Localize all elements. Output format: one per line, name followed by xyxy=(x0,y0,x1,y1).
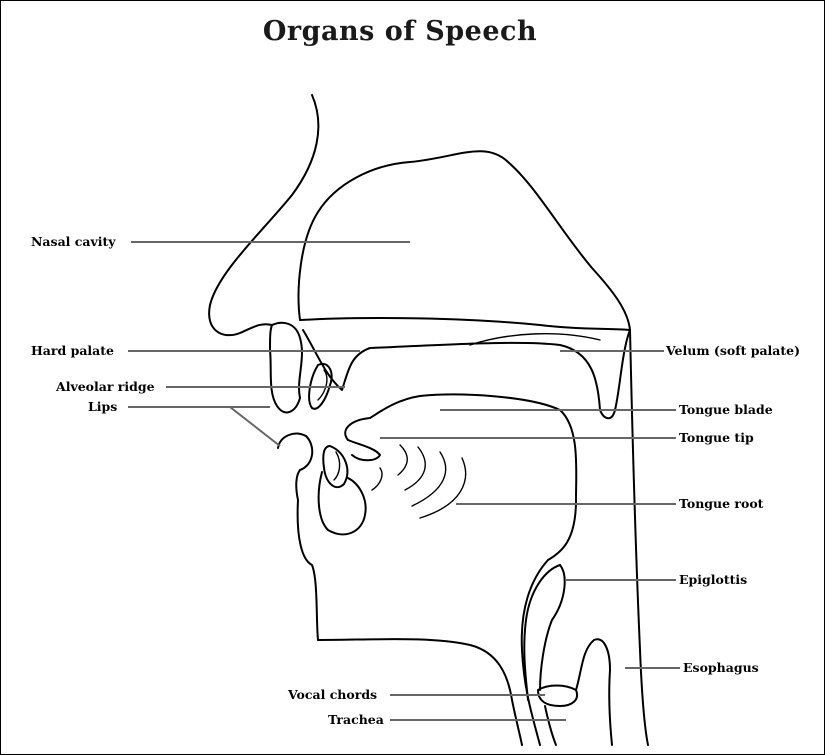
lower-incisor xyxy=(323,446,347,487)
label-tongue-tip: Tongue tip xyxy=(679,430,754,445)
tongue-tip-outline xyxy=(348,440,380,460)
label-tongue-blade: Tongue blade xyxy=(679,402,773,417)
hard-palate-upper xyxy=(300,318,630,330)
teeth xyxy=(309,364,366,535)
label-tongue-root: Tongue root xyxy=(679,496,764,511)
nose-outline xyxy=(209,95,318,335)
nasal-cavity-outline xyxy=(299,151,648,745)
label-alveolar-ridge: Alveolar ridge xyxy=(55,379,155,394)
labels: Nasal cavity Hard palate Alveolar ridge … xyxy=(31,234,800,727)
tongue-muscle-line-5 xyxy=(372,468,382,490)
nasal-cavity-shape xyxy=(299,151,648,745)
epiglottis-outline xyxy=(524,565,560,700)
lower-jaw-bone xyxy=(319,472,366,534)
tongue-muscle-line-3 xyxy=(412,452,446,506)
label-lips: Lips xyxy=(88,399,117,414)
leader-lines xyxy=(128,242,680,720)
tongue-muscle-line-4 xyxy=(420,458,466,518)
tongue-muscle-line-1 xyxy=(398,445,407,475)
label-nasal-cavity: Nasal cavity xyxy=(31,234,116,249)
label-hard-palate: Hard palate xyxy=(31,343,114,358)
label-vocal-chords: Vocal chords xyxy=(287,687,377,702)
palate-shape xyxy=(303,330,630,418)
tongue-muscle-line-2 xyxy=(405,447,425,490)
label-trachea: Trachea xyxy=(328,712,384,727)
label-esophagus: Esophagus xyxy=(683,660,759,675)
hard-palate-lower xyxy=(303,330,630,418)
tongue xyxy=(345,395,576,745)
label-velum: Velum (soft palate) xyxy=(665,343,800,358)
trachea-back xyxy=(545,706,556,745)
leader-lips-lower xyxy=(230,407,280,446)
larynx xyxy=(524,565,612,745)
epiglottis-tip xyxy=(540,565,565,690)
head-profile xyxy=(209,95,522,745)
lower-incisor-inner xyxy=(334,452,340,480)
tongue-outline xyxy=(345,395,576,745)
upper-lip xyxy=(270,323,302,413)
lower-lip-chin xyxy=(278,434,318,640)
arytenoid xyxy=(576,639,612,745)
label-epiglottis: Epiglottis xyxy=(679,572,747,587)
